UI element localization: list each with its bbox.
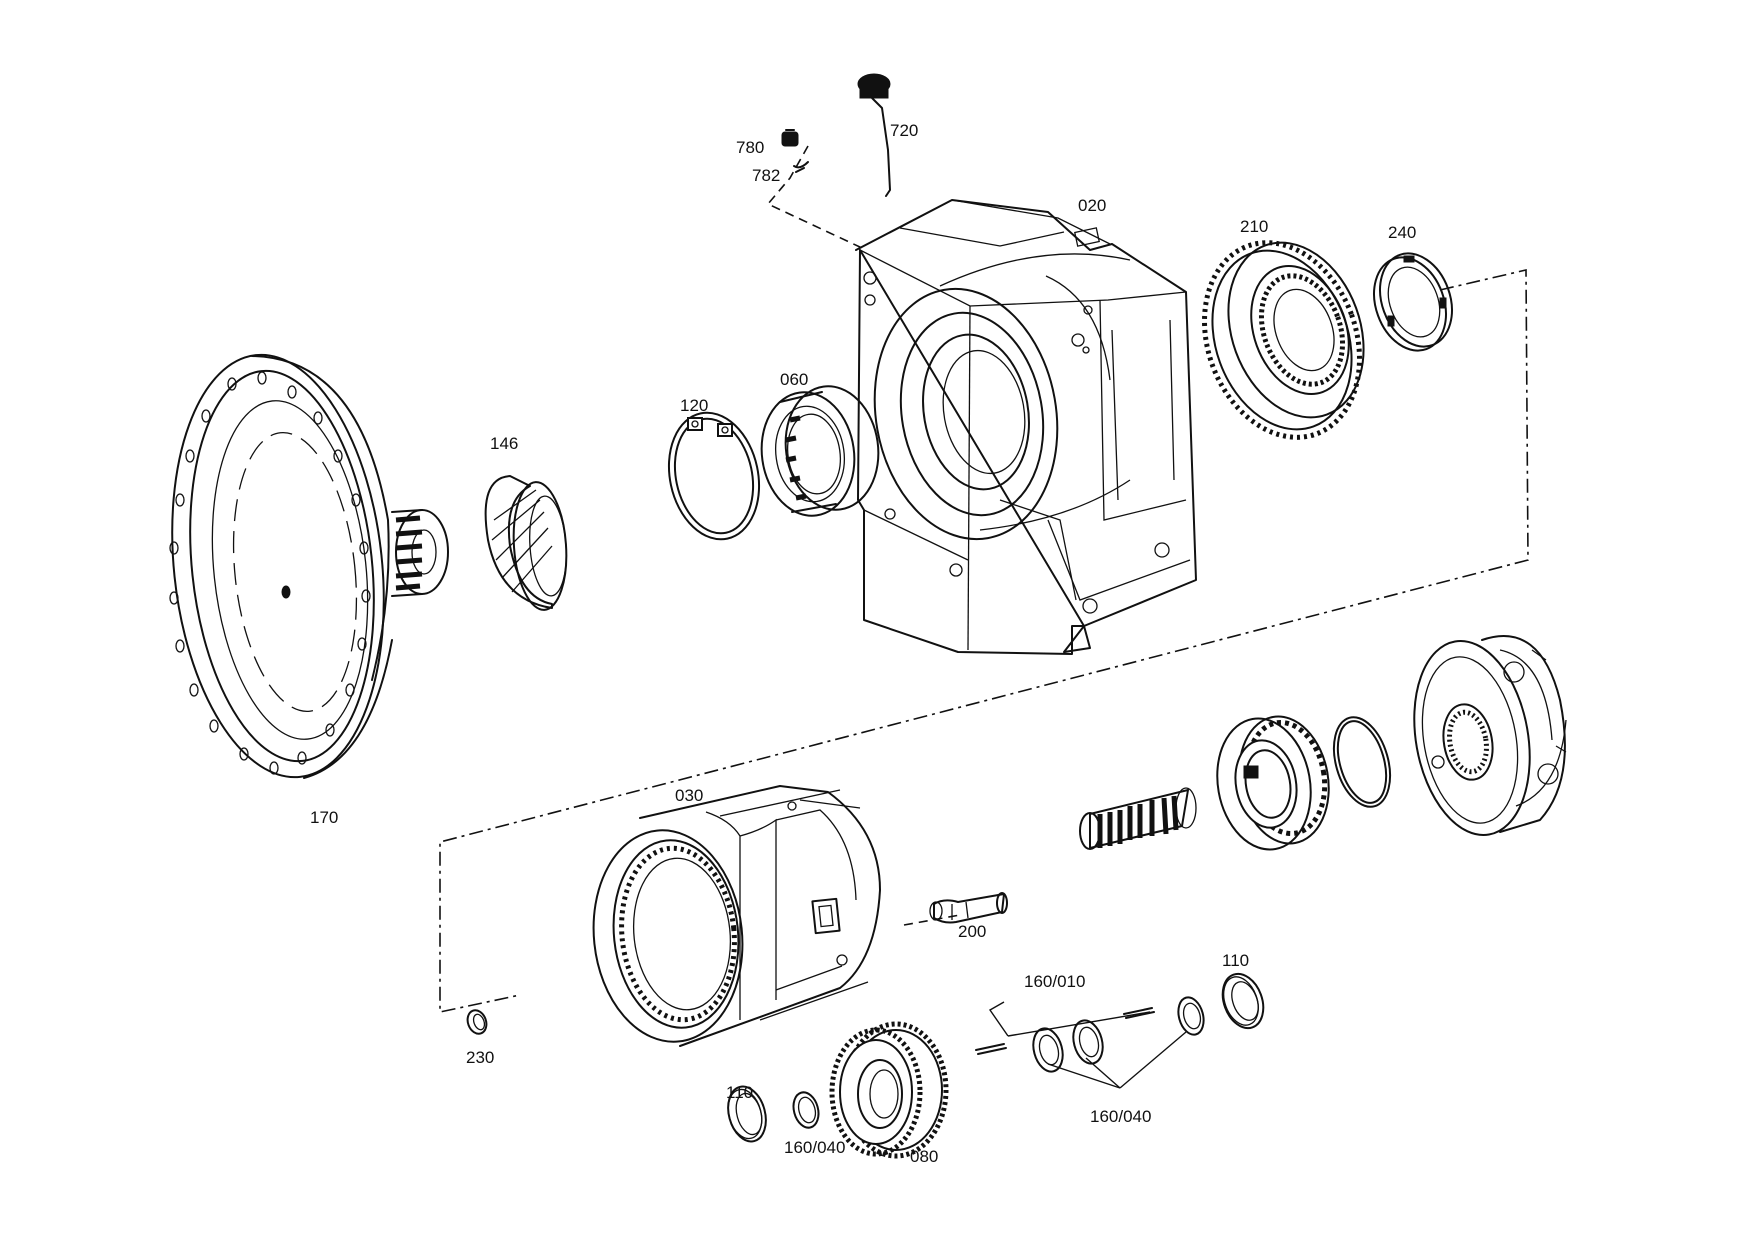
part-ring-right[interactable]	[1324, 711, 1399, 814]
flange-bolt-holes	[169, 371, 371, 775]
part-030-ring-housing[interactable]	[583, 785, 881, 1049]
leader-lines	[988, 1001, 1187, 1089]
part-782-seal-ring[interactable]	[793, 161, 809, 173]
part-120-snap-ring[interactable]	[658, 404, 771, 547]
part-780-plug[interactable]	[781, 129, 799, 147]
part-sun-shaft[interactable]	[1079, 787, 1197, 850]
label-110-upper: 110	[1222, 951, 1249, 970]
label-200: 200	[958, 922, 986, 941]
part-146-cover-disc[interactable]	[484, 475, 571, 612]
part-labels: 020 030 060 080 110 110 120 146 160/010 …	[310, 121, 1416, 1166]
label-240: 240	[1388, 223, 1416, 242]
part-210-ring-gear[interactable]	[1178, 221, 1387, 460]
part-230-ring[interactable]	[464, 1008, 489, 1037]
label-020: 020	[1078, 196, 1106, 215]
part-110-thrust-washer-lower[interactable]	[722, 1082, 771, 1145]
label-720: 720	[890, 121, 918, 140]
part-160-040-spacers-upper[interactable]	[1029, 995, 1208, 1075]
part-080-planet-gear[interactable]	[829, 1021, 949, 1159]
label-160-040-upper: 160/040	[1090, 1107, 1151, 1126]
label-080: 080	[910, 1147, 938, 1166]
part-planet-carrier-assembly[interactable]	[1400, 632, 1567, 844]
assembly-lines	[439, 145, 1529, 1013]
label-780: 780	[736, 138, 764, 157]
part-020-housing[interactable]	[855, 199, 1197, 655]
flange-splined-shaft	[391, 509, 449, 597]
label-160-010: 160/010	[1024, 972, 1085, 991]
label-120: 120	[680, 396, 708, 415]
part-720-dipstick[interactable]	[857, 73, 891, 197]
label-030: 030	[675, 786, 703, 805]
part-170-output-flange[interactable]	[152, 344, 449, 787]
label-230: 230	[466, 1048, 494, 1067]
label-160-040-lower: 160/040	[784, 1138, 845, 1157]
label-782: 782	[752, 166, 780, 185]
part-200-planet-pin[interactable]	[929, 892, 1008, 924]
label-060: 060	[780, 370, 808, 389]
label-110-lower: 110	[726, 1083, 753, 1102]
part-160-040-spacer-lower[interactable]	[790, 1090, 822, 1131]
part-bearing-right[interactable]	[1207, 709, 1338, 857]
part-240-retaining-ring[interactable]	[1362, 243, 1465, 360]
label-170: 170	[310, 808, 338, 827]
label-146: 146	[490, 434, 518, 453]
part-160-010-needles[interactable]	[975, 1007, 1155, 1055]
part-060-roller-bearing[interactable]	[754, 380, 886, 522]
part-110-thrust-washer-upper[interactable]	[1216, 968, 1271, 1034]
label-210: 210	[1240, 217, 1268, 236]
